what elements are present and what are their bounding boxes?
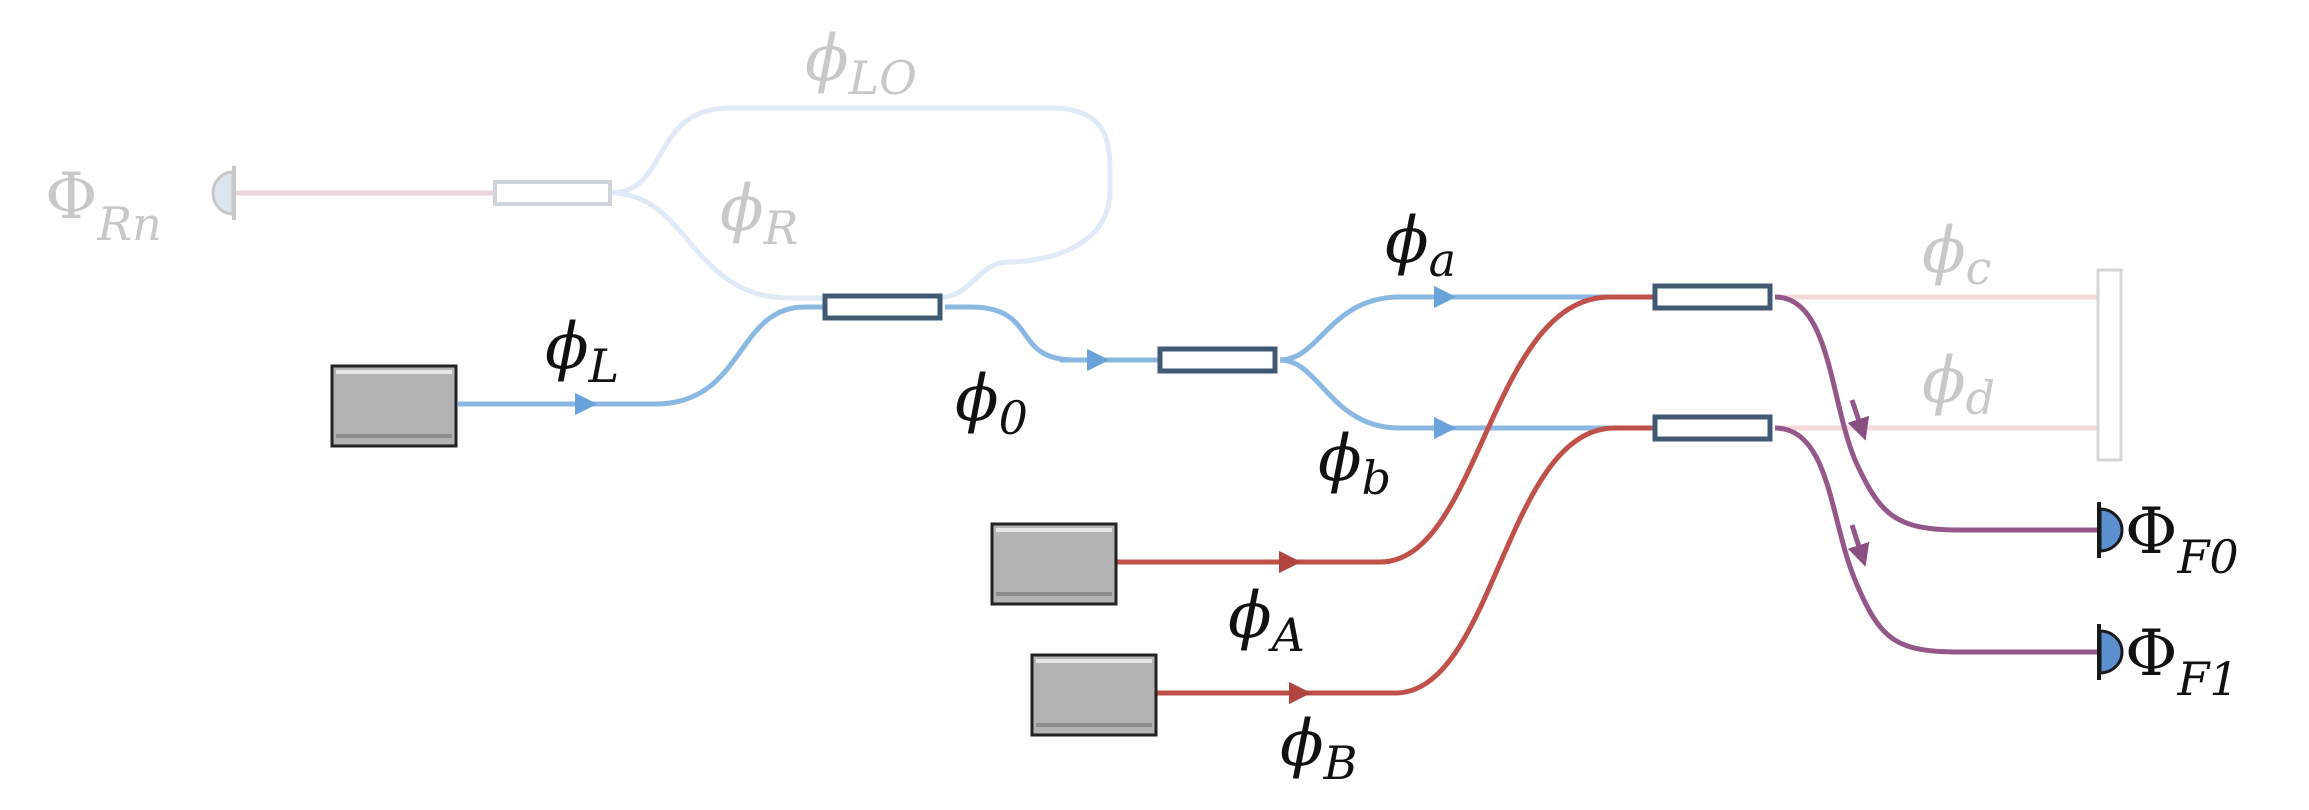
detector-Rn (211, 170, 235, 216)
fiber-F1 (1774, 425, 2098, 655)
lasers (330, 364, 1158, 737)
label-phi-b: ϕb (1318, 422, 1391, 505)
fiber-B (1155, 425, 1655, 696)
purple-paths (1774, 294, 2098, 655)
label-phi-LO: ϕLO (805, 22, 917, 105)
label-phi-a: ϕa (1385, 204, 1456, 287)
faded-mirror-section: ϕc ϕd (1775, 214, 2123, 462)
fiber-R (609, 190, 830, 301)
label-phi-0: ϕ0 (955, 362, 1028, 445)
label-Phi-F0: ΦF0 (2125, 495, 2239, 584)
detector-F0 (2097, 502, 2124, 558)
end-mirror (2096, 268, 2123, 462)
fiber-0 (945, 304, 1165, 363)
fiber-A (1115, 294, 1655, 565)
laser-L (330, 364, 458, 448)
fiber-b (1279, 357, 1655, 431)
labels: ϕL ϕ0 ϕa ϕb ϕA ϕB ΦF0 ΦF1 (545, 204, 2239, 790)
coupler-lo (822, 293, 943, 321)
coupler-b (1652, 414, 1773, 442)
fiber-LO (609, 105, 1113, 301)
fiber-a (1279, 294, 1655, 363)
fiber-F0 (1774, 294, 2098, 533)
label-phi-d: ϕd (1922, 344, 1995, 425)
detectors (2097, 502, 2124, 680)
arrow-F0 (1847, 399, 1870, 441)
coupler-reference (493, 180, 612, 206)
laser-A (990, 522, 1118, 606)
blue-path (458, 285, 1655, 440)
laser-B (1030, 653, 1158, 737)
label-phi-L: ϕL (545, 310, 619, 393)
label-phi-A: ϕA (1228, 579, 1305, 662)
label-phi-R: ϕR (720, 172, 798, 255)
label-phi-c: ϕc (1922, 214, 1991, 295)
faded-reference-section: ΦRn ϕLO ϕR (45, 22, 1113, 301)
fiber-L (458, 304, 830, 407)
coupler-split (1157, 346, 1278, 374)
label-Phi-Rn: ΦRn (45, 160, 162, 251)
arrow-F1 (1847, 524, 1870, 567)
coupler-a (1652, 283, 1773, 311)
label-phi-B: ϕB (1280, 707, 1357, 790)
couplers (822, 283, 1773, 442)
label-Phi-F1: ΦF1 (2125, 617, 2239, 706)
detector-F1 (2097, 624, 2124, 680)
red-paths (1115, 294, 1655, 705)
